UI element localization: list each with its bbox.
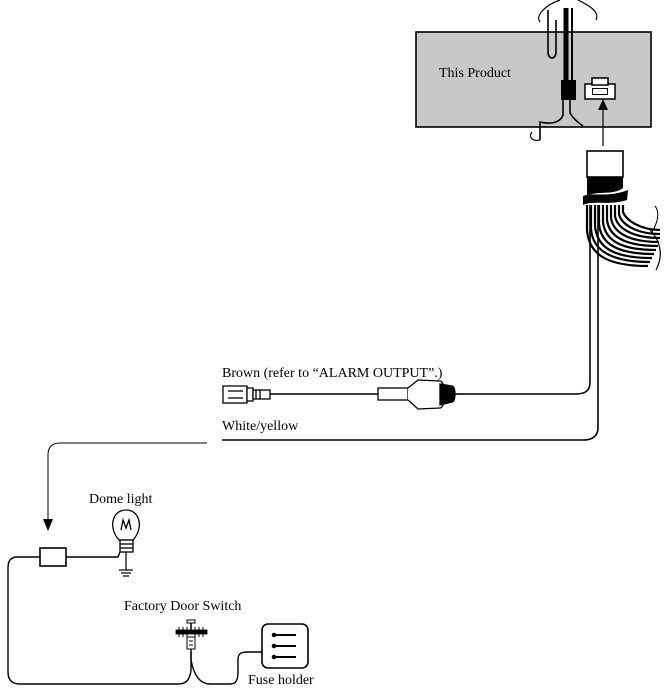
cable-clip xyxy=(561,80,576,100)
door-switch-icon xyxy=(175,619,208,650)
fuse-holder-label: Fuse holder xyxy=(248,673,314,688)
dome-light-ground-icon xyxy=(119,552,133,577)
door-switch-label: Factory Door Switch xyxy=(124,599,241,614)
white-yellow-wire-label: White/yellow xyxy=(222,419,299,434)
white-yellow-wire xyxy=(222,205,599,441)
wiring-harness xyxy=(583,150,661,271)
dome-light-connector xyxy=(39,547,67,567)
product-label: This Product xyxy=(439,66,511,81)
product-unit: This Product xyxy=(415,0,652,141)
white-yellow-lead-arrow xyxy=(43,442,207,531)
dome-light-bulb xyxy=(112,509,140,553)
harness-to-product-arrow xyxy=(598,99,608,146)
product-connector-socket xyxy=(584,77,616,100)
fuse-holder-icon xyxy=(261,623,309,669)
top-cable-bundle xyxy=(529,0,598,141)
brown-wire-connector xyxy=(222,379,462,410)
brown-wire-label: Brown (refer to “ALARM OUTPUT”.) xyxy=(222,366,443,381)
product-box xyxy=(415,31,652,128)
dome-light-label: Dome light xyxy=(89,492,152,507)
brown-wire xyxy=(270,205,591,395)
door-switch-wiring xyxy=(190,649,262,685)
harness-connector xyxy=(586,150,624,178)
dome-light-wiring xyxy=(7,551,192,685)
